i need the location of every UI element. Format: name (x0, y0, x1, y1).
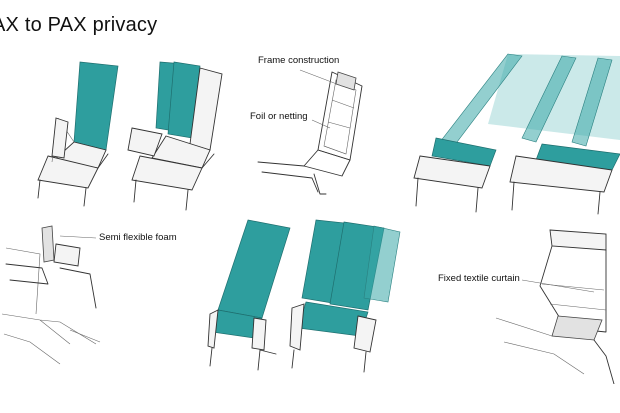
frame-construction-label: Frame construction (258, 55, 340, 66)
foil-or-netting-label: Foil or netting (250, 111, 308, 122)
fixed-textile-curtain-sketch (495, 229, 615, 384)
semi-flexible-foam-label: Semi flexible foam (99, 232, 177, 243)
fixed-textile-curtain-label: Fixed textile curtain (438, 273, 520, 284)
semi-flexible-foam-sketch (1, 225, 101, 365)
double-teal-seat-sketch (289, 219, 401, 373)
transparent-divider-panels-sketch (413, 53, 620, 215)
slide-title: AX to PAX privacy (0, 14, 158, 36)
seat-row-teal-headrest-sketch (37, 61, 119, 207)
full-teal-seat-sketch (207, 219, 291, 371)
seat-row-multi-headrest-sketch (127, 61, 223, 211)
